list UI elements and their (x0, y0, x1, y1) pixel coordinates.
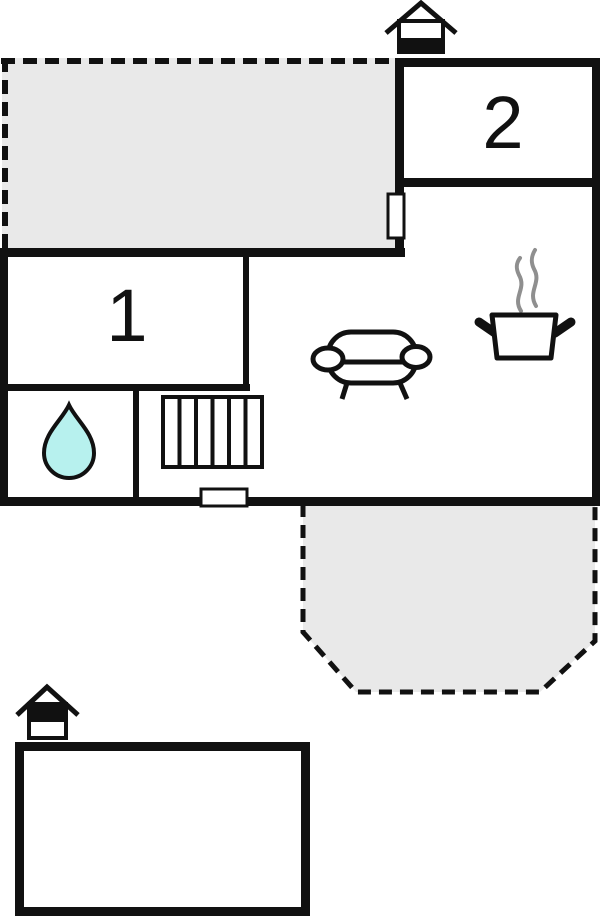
room-1-label: 1 (106, 274, 147, 357)
sofa-icon (310, 329, 433, 401)
water-drop-icon (41, 400, 97, 480)
lower-terrace-area (303, 500, 595, 692)
upper-terrace (1, 58, 396, 250)
upper-terrace-area (2, 58, 396, 250)
cooking-pot-icon (474, 248, 576, 361)
wall-room1-bottom (4, 384, 250, 391)
entrance-icon-top (384, 0, 458, 54)
wall-terrace-bottom (0, 248, 405, 257)
wall-bottom-outer (0, 497, 600, 506)
wall-room1-right (243, 250, 249, 390)
steam-icon (514, 256, 524, 313)
lower-terrace-dashed-edge (300, 504, 598, 695)
wall-room2-bottom (395, 178, 600, 187)
stairs-icon (161, 395, 264, 469)
building-walls (0, 58, 600, 506)
entrance-icon-bottom (15, 683, 80, 740)
wall-bathroom-right (133, 388, 139, 500)
terrace-door-icon (386, 192, 406, 240)
lower-terrace (300, 500, 598, 695)
wall-right-outer (592, 58, 600, 506)
wall-room2-top (395, 58, 600, 67)
wall-left-outer (0, 248, 8, 506)
door-icon (199, 487, 249, 508)
room-2-label: 2 (482, 81, 523, 164)
annex-building (15, 742, 310, 916)
wall-hall-vertical (395, 58, 404, 257)
steam-icon (529, 248, 539, 308)
